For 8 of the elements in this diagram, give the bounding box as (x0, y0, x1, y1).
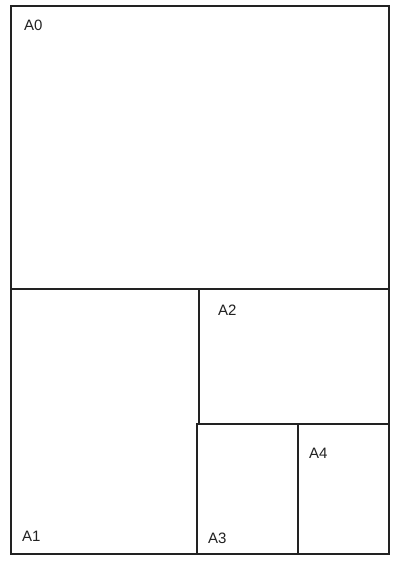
size-label: A3 (208, 530, 226, 547)
paper-size-region (10, 5, 390, 290)
size-label: A4 (309, 445, 328, 462)
size-label: A1 (22, 528, 40, 545)
size-label: A0 (24, 17, 42, 34)
paper-size-region (297, 423, 390, 555)
size-label: A2 (218, 302, 236, 319)
paper-size-region (196, 423, 299, 555)
